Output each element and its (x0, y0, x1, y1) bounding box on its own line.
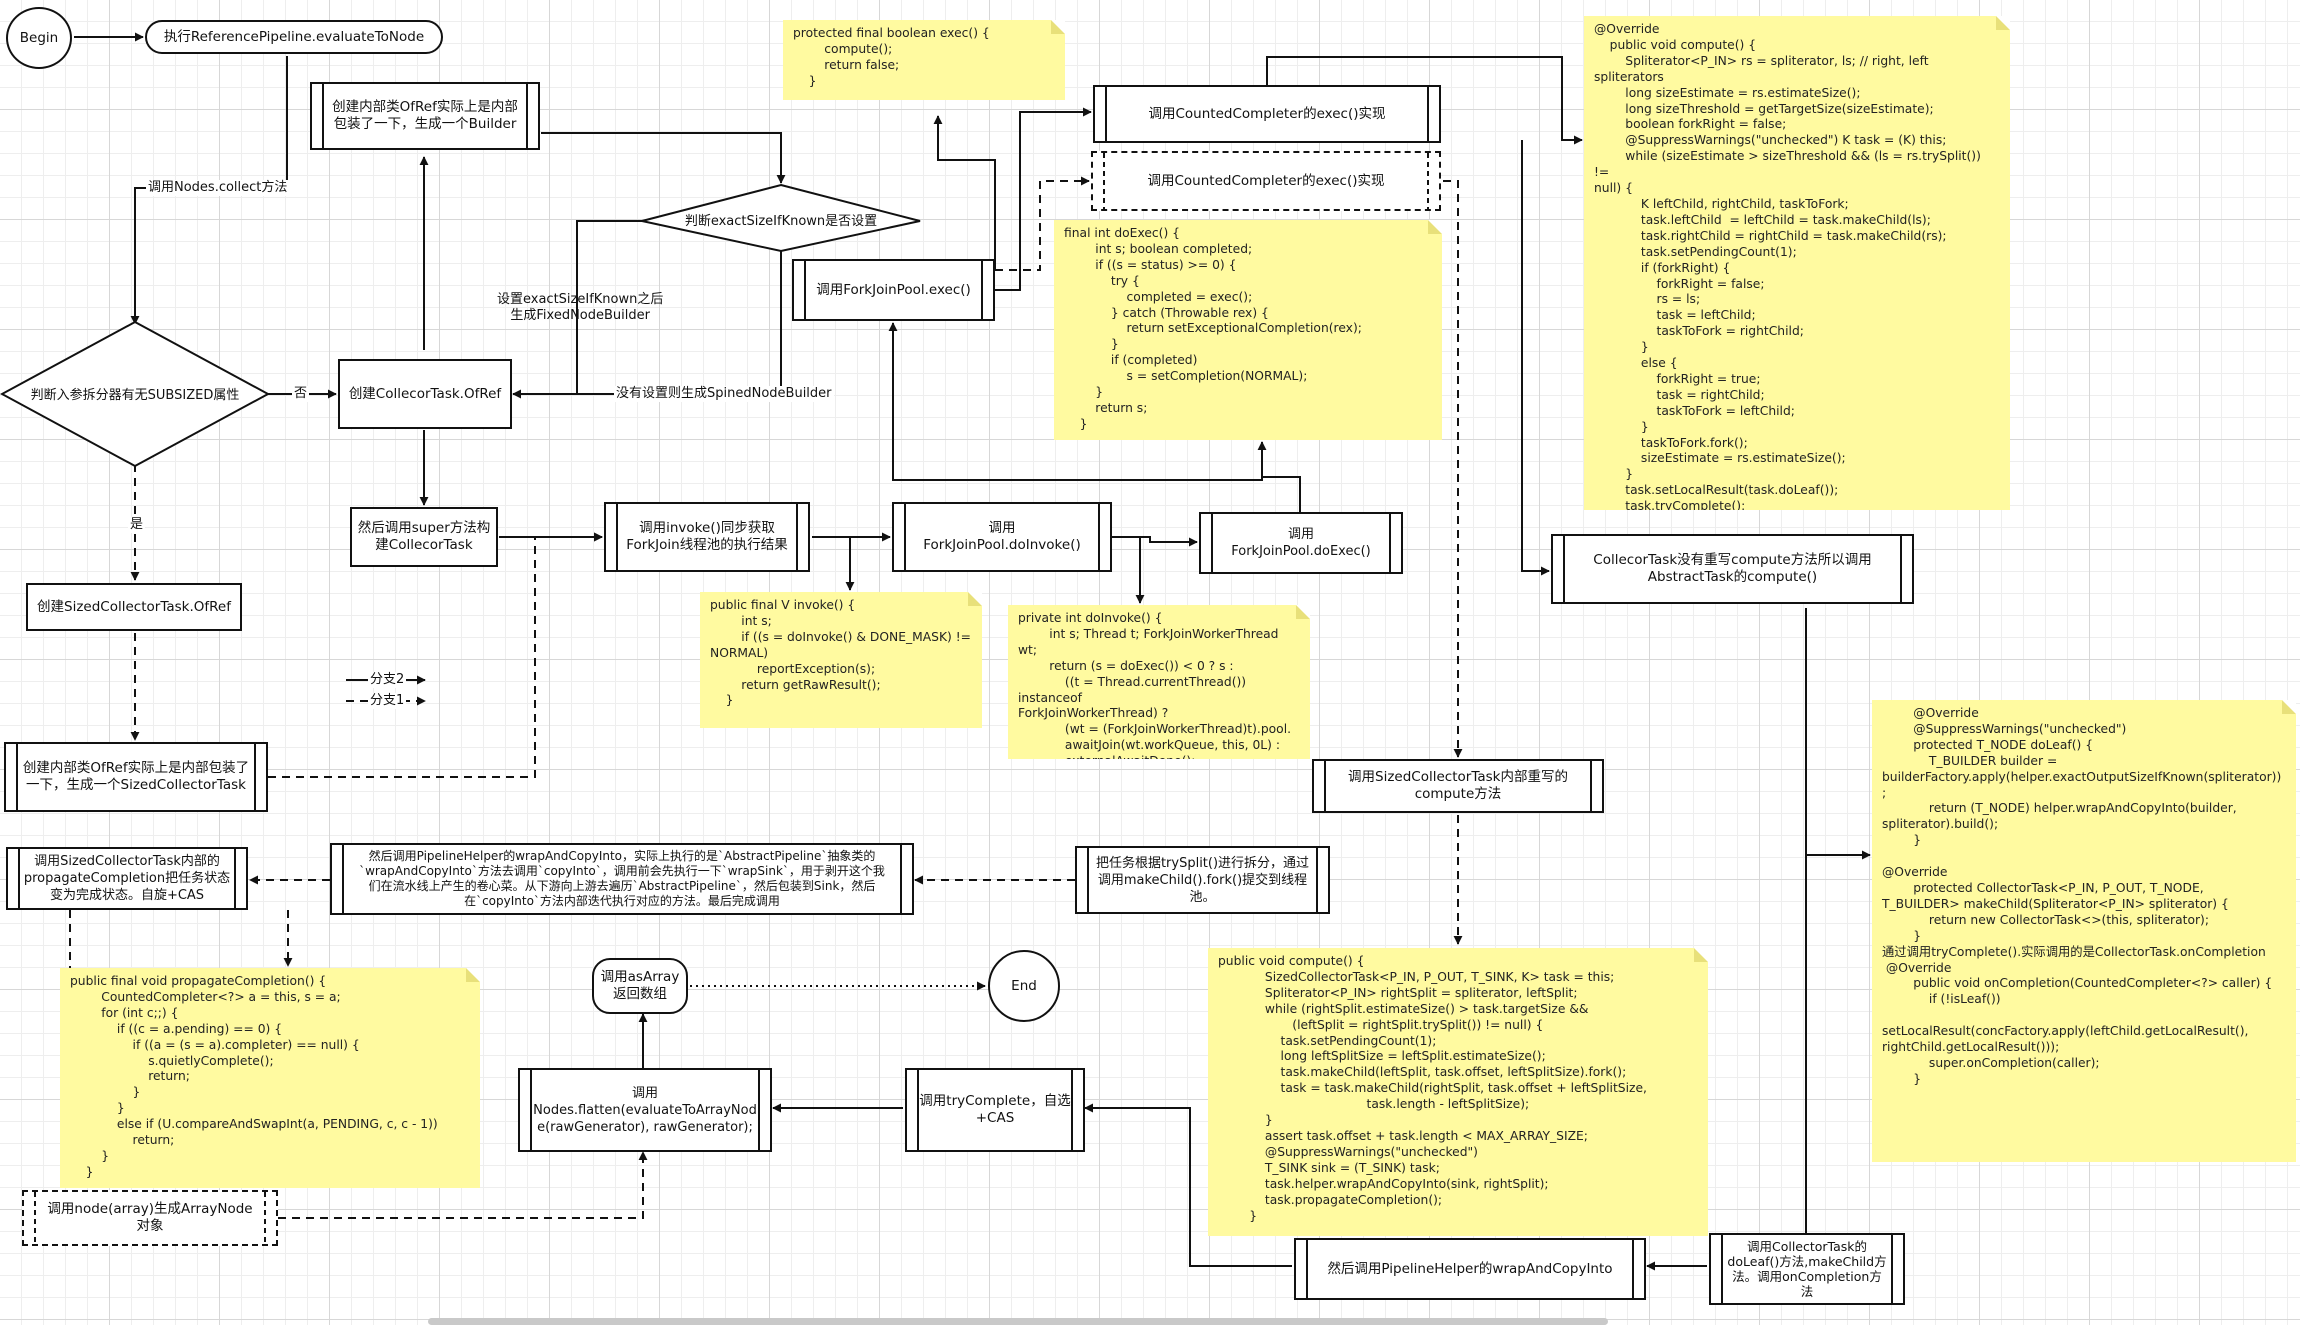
edge-doexec-poolexec (888, 322, 1263, 481)
propagate-label: 调用SizedCollectorTask内部的 propagateComplet… (23, 854, 231, 903)
edge-label-exact-unset: 没有设置则生成SpinedNodeBuilder (614, 386, 834, 402)
edge-wrapsized-invoke (268, 532, 603, 778)
edge-poolexec-ccexec (995, 107, 1092, 291)
pool-exec-label: 调用ForkJoinPool.exec() (816, 281, 971, 298)
create-sized-node[interactable]: 创建SizedCollectorTask.OfRef (26, 583, 242, 631)
abstract-compute-label: CollecorTask没有重写compute方法所以调用 AbstractTa… (1593, 552, 1872, 585)
super-ctor-label: 然后调用super方法构 建CollecorTask (357, 520, 491, 553)
note-exec: protected final boolean exec() { compute… (783, 20, 1065, 100)
edge-label-yes: 是 (128, 517, 146, 533)
cc-exec2-node[interactable]: 调用CountedCompleter的exec()实现 (1091, 151, 1441, 211)
legend-dashed-label: 分支1 (368, 693, 407, 709)
cc-exec1-node[interactable]: 调用CountedCompleter的exec()实现 (1093, 85, 1441, 143)
decision-subsized-label: 判断入参拆分器有无SUBSIZED属性 (30, 387, 240, 403)
doleaf-node[interactable]: 调用CollectorTask的 doLeaf()方法,makeChild方 法… (1709, 1233, 1905, 1305)
edge-poolexec-note (933, 115, 996, 270)
decision-subsized-node[interactable]: 判断入参拆分器有无SUBSIZED属性 (10, 380, 260, 410)
decision-subsized-shape (0, 320, 271, 468)
cc-exec1-label: 调用CountedCompleter的exec()实现 (1148, 105, 1386, 122)
decision-exact-shape (641, 183, 921, 253)
note-compute-sized: public void compute() { SizedCollectorTa… (1208, 948, 1708, 1236)
as-array-label: 调用asArray 返回数组 (600, 969, 680, 1002)
horizontal-scrollbar[interactable] (428, 1318, 1608, 1325)
flatten-node[interactable]: 调用 Nodes.flatten(evaluateToArrayNod e(ra… (518, 1068, 772, 1152)
edge-doexec-note (1257, 441, 1301, 512)
edge-label-no: 否 (292, 386, 310, 402)
create-ofref-label: 创建CollecorTask.OfRef (348, 385, 502, 402)
split-fork-label: 把任务根据trySplit()进行拆分，通过 调用makeChild().for… (1095, 855, 1310, 905)
note-invoke: public final V invoke() { int s; if ((s … (700, 592, 982, 728)
doexec-node[interactable]: 调用ForkJoinPool.doExec() (1199, 512, 1403, 574)
wrap-sized-label: 创建内部类OfRef实际上是内部包装了 一下，生成一个SizedCollecto… (22, 760, 250, 793)
try-complete-label: 调用tryComplete，自选 +CAS (919, 1093, 1071, 1126)
wrap-copy-short-node[interactable]: 然后调用PipelineHelper的wrapAndCopyInto (1294, 1238, 1646, 1300)
note-doexec: final int doExec() { int s; boolean comp… (1054, 220, 1442, 440)
flatten-label: 调用 Nodes.flatten(evaluateToArrayNod e(ra… (533, 1085, 757, 1135)
begin-node[interactable]: Begin (6, 7, 72, 69)
node-array-node[interactable]: 调用node(array)生成ArrayNode对象 (22, 1190, 278, 1246)
split-fork-node[interactable]: 把任务根据trySplit()进行拆分，通过 调用makeChild().for… (1075, 846, 1330, 914)
edge-compute-abstract (1521, 140, 1550, 576)
doinvoke-node[interactable]: 调用ForkJoinPool.doInvoke() (892, 502, 1112, 572)
wrap-copy-short-label: 然后调用PipelineHelper的wrapAndCopyInto (1327, 1260, 1613, 1277)
propagate-node[interactable]: 调用SizedCollectorTask内部的 propagateComplet… (6, 847, 248, 910)
edge-cc2-sizedcompute (1443, 180, 1463, 758)
begin-label: Begin (19, 29, 59, 46)
wrap-copy-long-node[interactable]: 然后调用PipelineHelper的wrapAndCopyInto，实际上执行… (330, 843, 914, 915)
wrap-builder-node[interactable]: 创建内部类OfRef实际上是内部 包装了一下，生成一个Builder (310, 82, 540, 150)
note-propagate: public final void propagateCompletion() … (60, 968, 480, 1188)
start-label: 执行ReferencePipeline.evaluateToNode (163, 28, 425, 45)
end-label: End (1011, 977, 1037, 994)
end-node[interactable]: End (988, 950, 1060, 1022)
legend-solid-label: 分支2 (368, 672, 407, 688)
node-array-label: 调用node(array)生成ArrayNode对象 (47, 1201, 253, 1234)
edge-wrapbuilder-exact (541, 132, 786, 184)
create-ofref-node[interactable]: 创建CollecorTask.OfRef (338, 359, 512, 429)
sized-compute-node[interactable]: 调用SizedCollectorTask内部重写的 compute方法 (1312, 759, 1604, 813)
edge-wrapshort-trycomplete (1084, 1103, 1292, 1267)
wrap-builder-label: 创建内部类OfRef实际上是内部 包装了一下，生成一个Builder (332, 99, 518, 132)
note-doinvoke: private int doInvoke() { int s; Thread t… (1008, 605, 1310, 759)
edge-nodearray-flatten (278, 1151, 648, 1219)
sized-compute-label: 调用SizedCollectorTask内部重写的 compute方法 (1348, 769, 1568, 802)
wrap-copy-long-label: 然后调用PipelineHelper的wrapAndCopyInto，实际上执行… (359, 849, 885, 908)
decision-exact-label: 判断exactSizeIfKnown是否设置 (684, 213, 878, 229)
edge-label-collect: 调用Nodes.collect方法 (146, 180, 290, 196)
note-doleaf: @Override @SuppressWarnings("unchecked")… (1872, 700, 2296, 1162)
edge-doinvoke-doexec (1112, 536, 1198, 547)
create-sized-label: 创建SizedCollectorTask.OfRef (37, 598, 231, 615)
edge-poolexec-cc2 (995, 176, 1090, 271)
edge-label-exact-set: 设置exactSizeIfKnown之后 生成FixedNodeBuilder (497, 292, 664, 323)
doinvoke-label: 调用ForkJoinPool.doInvoke() (923, 520, 1081, 553)
wrap-sized-node[interactable]: 创建内部类OfRef实际上是内部包装了 一下，生成一个SizedCollecto… (4, 742, 268, 812)
decision-exact-node[interactable]: 判断exactSizeIfKnown是否设置 (670, 208, 892, 234)
doleaf-label: 调用CollectorTask的 doLeaf()方法,makeChild方 法… (1727, 1239, 1887, 1299)
doexec-label: 调用ForkJoinPool.doExec() (1231, 527, 1371, 559)
invoke-label: 调用invoke()同步获取 ForkJoin线程池的执行结果 (626, 520, 788, 553)
start-node[interactable]: 执行ReferencePipeline.evaluateToNode (145, 20, 443, 54)
invoke-node[interactable]: 调用invoke()同步获取 ForkJoin线程池的执行结果 (604, 502, 810, 572)
note-compute-abstract: @Override public void compute() { Splite… (1584, 16, 2010, 510)
try-complete-node[interactable]: 调用tryComplete，自选 +CAS (905, 1068, 1085, 1152)
pool-exec-node[interactable]: 调用ForkJoinPool.exec() (792, 259, 995, 321)
as-array-node[interactable]: 调用asArray 返回数组 (592, 958, 688, 1014)
super-ctor-node[interactable]: 然后调用super方法构 建CollecorTask (350, 507, 498, 567)
abstract-compute-node[interactable]: CollecorTask没有重写compute方法所以调用 AbstractTa… (1551, 534, 1914, 604)
cc-exec2-label: 调用CountedCompleter的exec()实现 (1147, 172, 1385, 189)
edge-cc1-compute (1266, 56, 1583, 145)
